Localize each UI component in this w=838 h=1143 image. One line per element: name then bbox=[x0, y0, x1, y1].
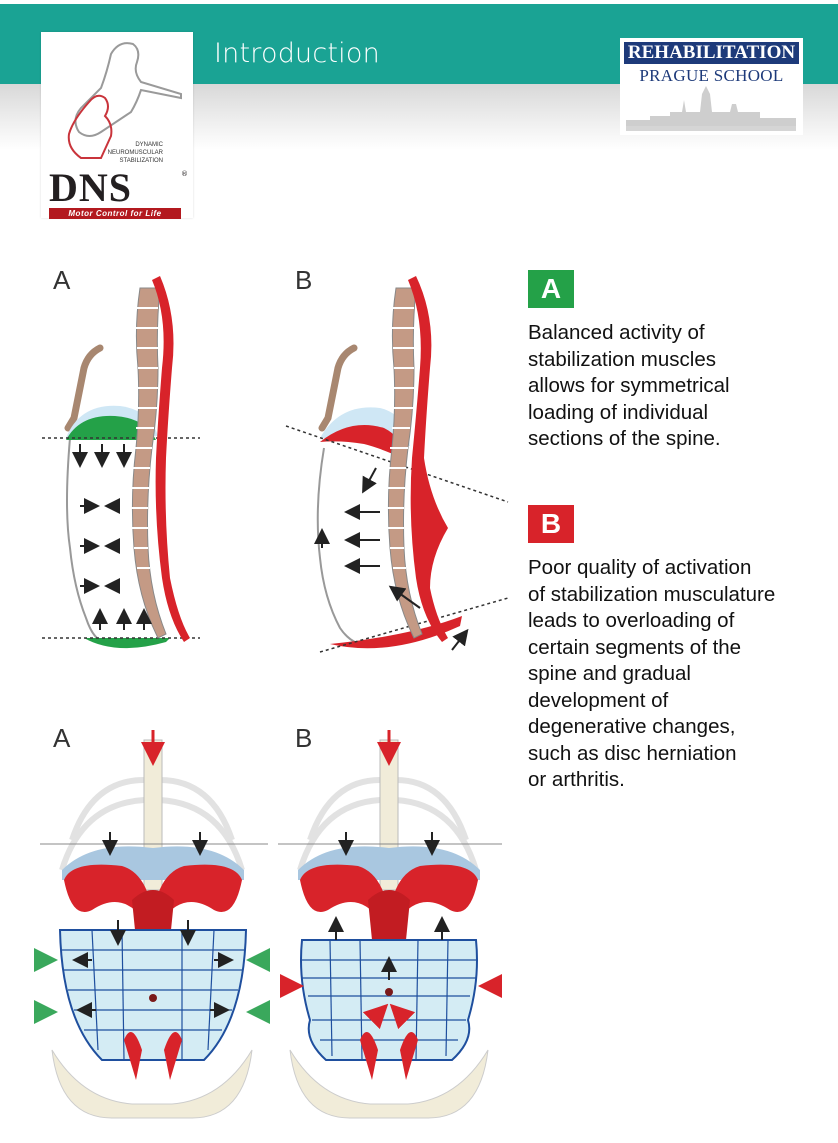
figure-label-top-b: B bbox=[295, 265, 313, 295]
page-title: Introduction bbox=[214, 38, 380, 69]
dns-figure-illustration bbox=[67, 42, 182, 159]
legend-text-b: Poor quality of activation of stabilizat… bbox=[528, 556, 776, 791]
dns-registered: ® bbox=[181, 170, 188, 178]
legend-text-a: Balanced activity of stabilization muscl… bbox=[528, 321, 730, 450]
torso-front-view-imbalanced-illustration bbox=[278, 730, 502, 1119]
rps-logo-bottom: PRAGUE SCHOOL bbox=[639, 66, 784, 85]
dns-line3: STABILIZATION bbox=[119, 158, 163, 164]
rps-logo: REHABILITATION PRAGUE SCHOOL bbox=[620, 38, 803, 135]
dns-mark: DNS bbox=[49, 165, 133, 210]
legend-badge-a: A bbox=[528, 270, 574, 308]
rps-logo-top: REHABILITATION bbox=[624, 42, 799, 64]
trunk-side-view-imbalanced-illustration bbox=[285, 276, 509, 653]
figure-label-bottom-a: A bbox=[53, 723, 71, 753]
legend-badge-b: B bbox=[528, 505, 574, 543]
prague-castle-skyline-icon bbox=[626, 86, 796, 131]
dns-tagline: Motor Control for Life bbox=[49, 208, 181, 219]
figure-label-bottom-b: B bbox=[295, 723, 313, 753]
figure-label-top-a: A bbox=[53, 265, 71, 295]
torso-front-view-balanced-illustration bbox=[34, 730, 270, 1119]
dns-line2: NEUROMUSCULAR bbox=[107, 150, 163, 156]
trunk-side-view-balanced-illustration bbox=[42, 276, 200, 649]
dns-logo: DYNAMIC NEUROMUSCULAR STABILIZATION DNS … bbox=[41, 32, 193, 219]
dns-line1: DYNAMIC bbox=[135, 142, 163, 148]
